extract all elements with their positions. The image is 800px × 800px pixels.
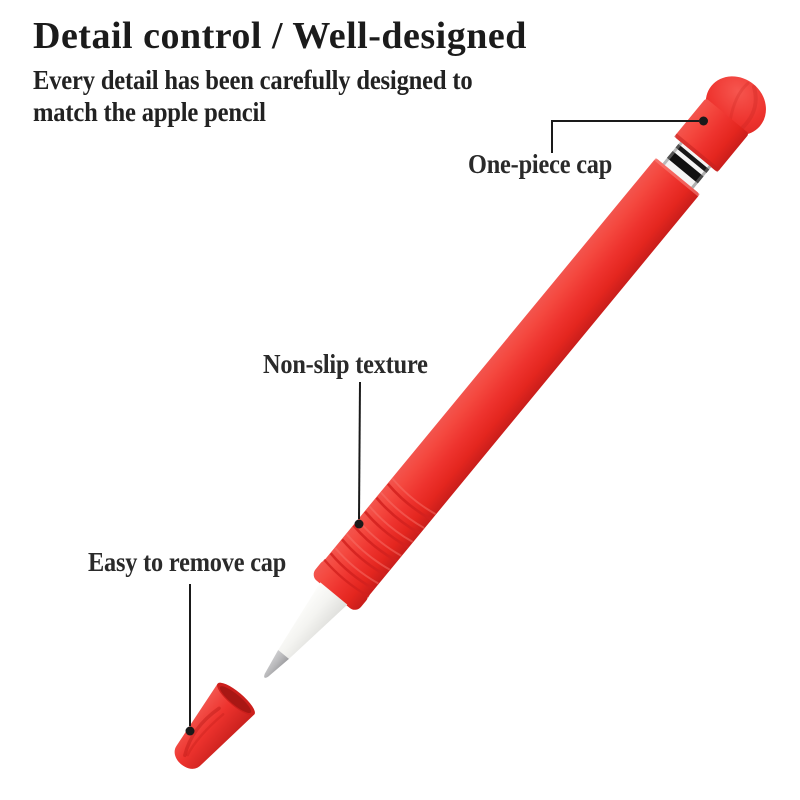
grip-ridge-highlight xyxy=(380,491,425,529)
grip-ridge-highlight xyxy=(391,477,437,515)
grip-groove xyxy=(375,496,421,535)
grip-groove xyxy=(364,510,409,549)
ring-side-shade xyxy=(691,165,712,189)
callout-dot-non-slip-texture xyxy=(354,519,364,529)
callout-label-one-piece-cap: One-piece cap xyxy=(468,149,613,179)
case-cap-cylinder xyxy=(675,99,748,172)
tip-cap-crease xyxy=(186,713,225,757)
grip-ridge-highlight xyxy=(368,505,414,543)
callout-dot-easy-to-remove-cap xyxy=(185,726,195,736)
case-cap-dome-crease xyxy=(740,85,758,130)
case-body xyxy=(323,159,699,598)
grip-groove xyxy=(386,483,432,521)
callout-label-easy-to-remove-cap: Easy to remove cap xyxy=(88,547,287,577)
tip-cap-opening-inner xyxy=(219,686,252,714)
removable-tip-cap xyxy=(174,682,255,769)
ring-black-band-thick xyxy=(666,150,704,184)
grip-groove xyxy=(341,538,386,577)
subtitle-line-1: Every detail has been carefully designed… xyxy=(33,65,473,95)
case-bottom-rim-groove xyxy=(323,558,370,598)
ring-black-band-thin xyxy=(675,144,710,173)
grip-texture xyxy=(329,477,437,591)
tip-cap-crease xyxy=(183,706,221,758)
callout-line-non-slip-texture xyxy=(358,381,361,520)
pencil-tip-nib xyxy=(264,650,289,678)
ring-side-shade xyxy=(662,141,683,166)
case-cap-dome-crease xyxy=(728,81,750,123)
case-body-rim-highlight xyxy=(654,157,700,197)
pencil-tip-cone xyxy=(278,582,348,659)
pencil-metal-ring xyxy=(662,141,712,189)
callout-label-non-slip-texture: Non-slip texture xyxy=(263,349,428,379)
pencil-with-case xyxy=(264,76,766,678)
callout-line-one-piece-cap xyxy=(551,120,699,153)
callout-lines xyxy=(185,116,708,736)
case-cap-edge-shadow xyxy=(674,133,720,173)
case-bottom-rim xyxy=(313,560,368,610)
grip-groove xyxy=(329,552,375,591)
grip-ridge-highlight xyxy=(345,533,391,571)
grip-ridge-highlight xyxy=(334,547,379,585)
callout-dot-one-piece-cap xyxy=(699,116,708,126)
page-subtitle: Every detail has been carefully designed… xyxy=(33,64,473,128)
subtitle-line-2: match the apple pencil xyxy=(33,97,266,127)
page-title: Detail control / Well-designed xyxy=(33,15,527,57)
grip-groove xyxy=(352,524,398,563)
